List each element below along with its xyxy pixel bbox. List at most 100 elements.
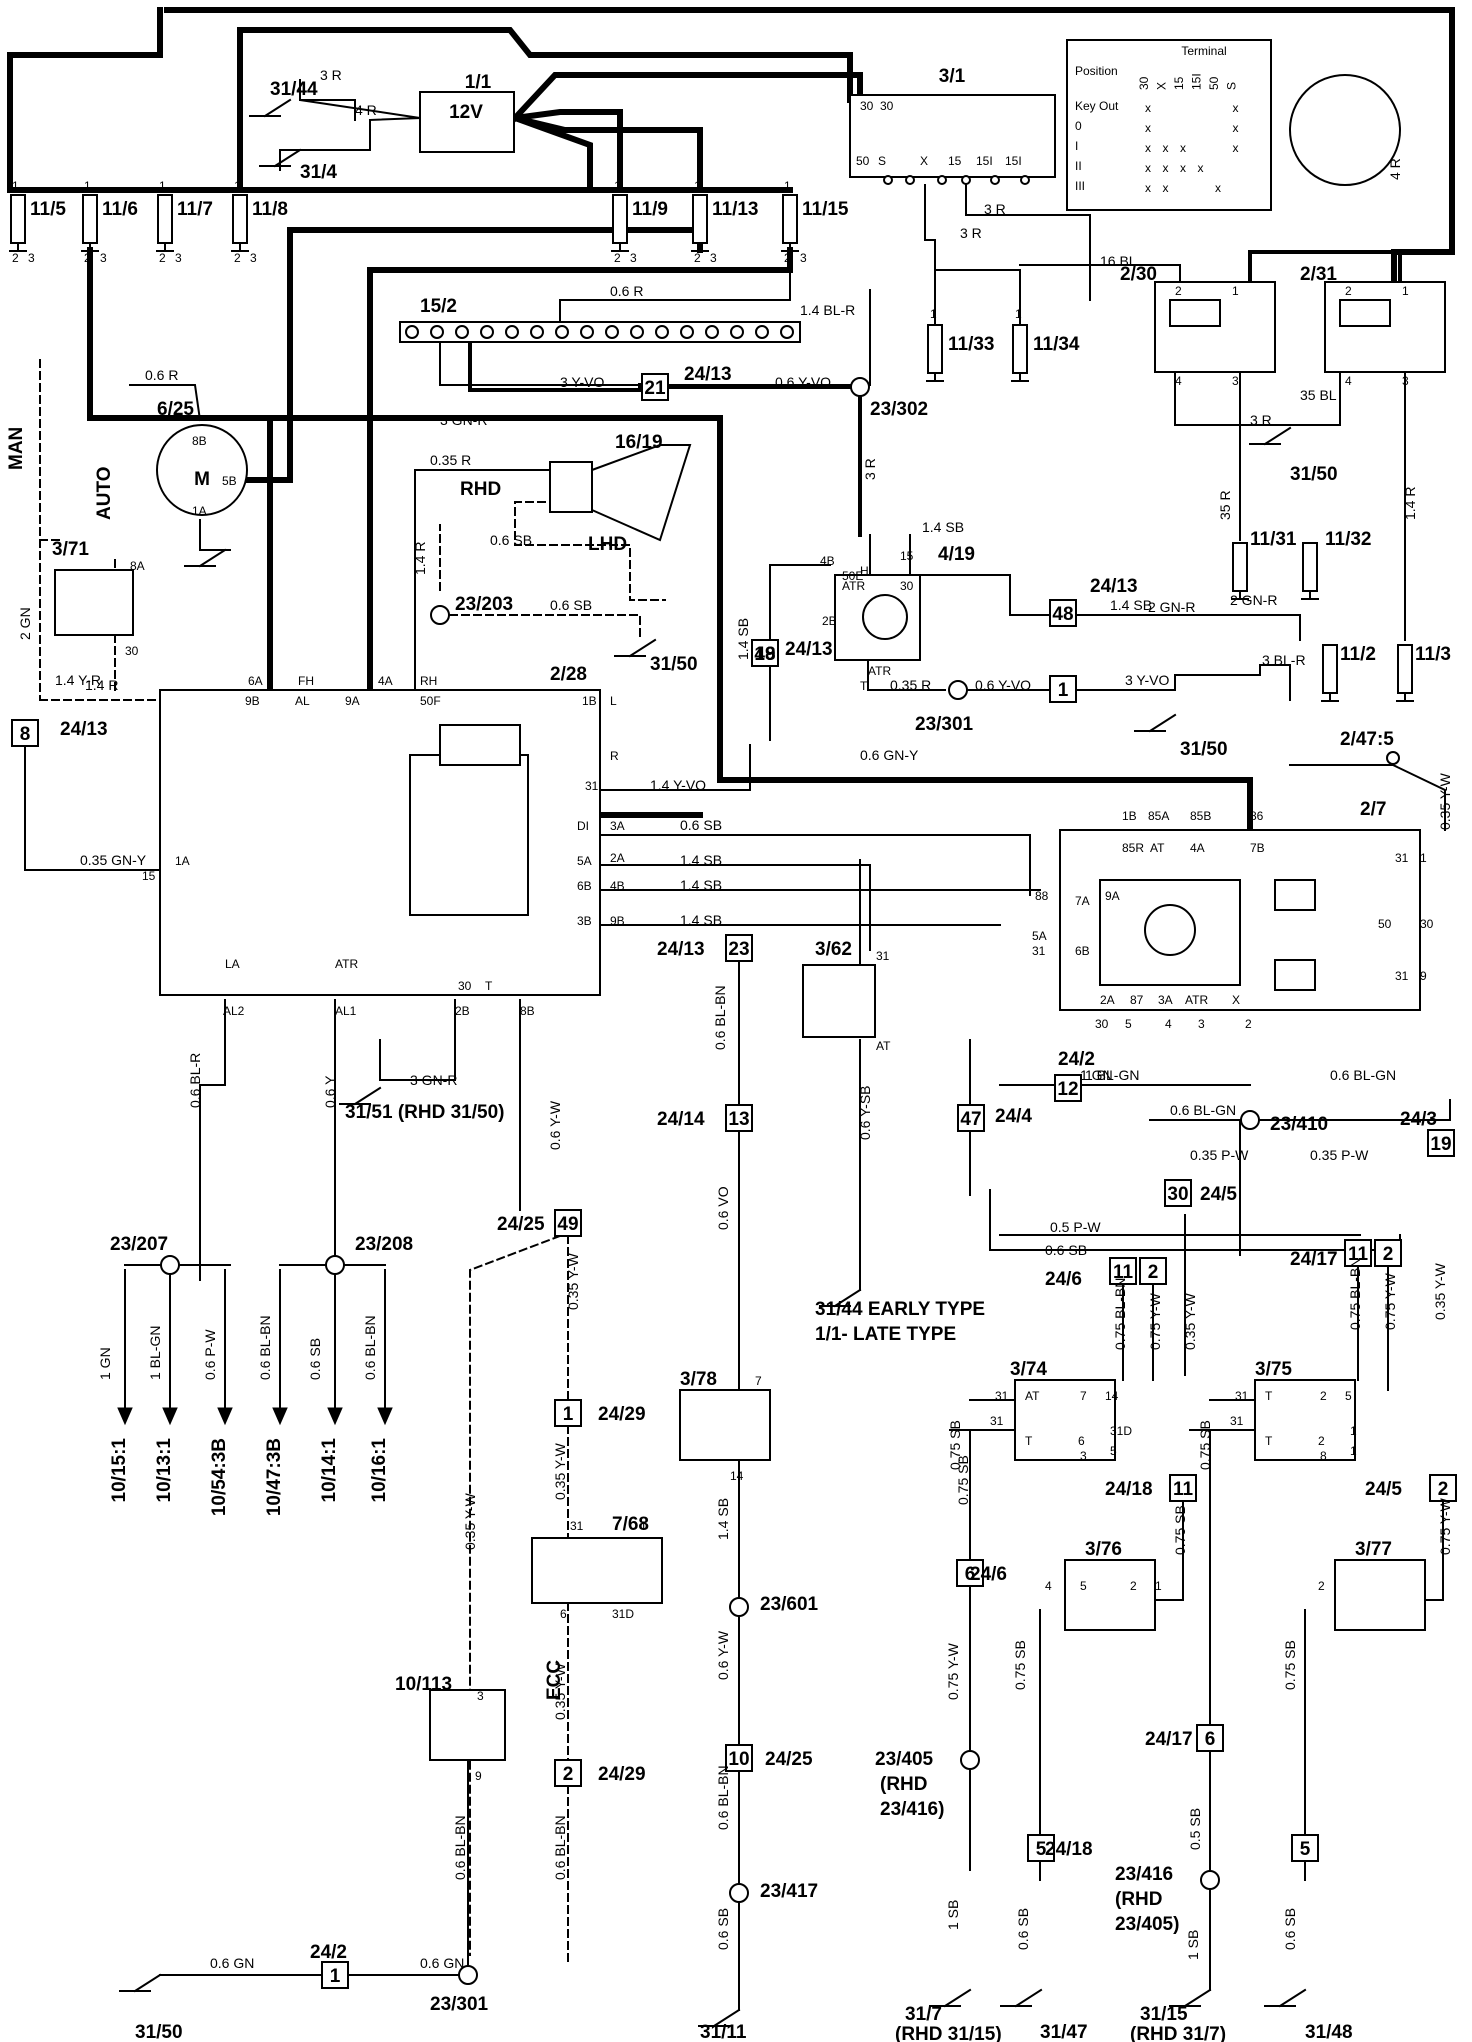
pin-label: 1 <box>1350 1424 1357 1438</box>
wire-label: 3 GN-R <box>440 412 487 428</box>
relay-pin: 3 <box>1232 374 1239 388</box>
table-header: 50 <box>1207 76 1221 90</box>
wire-label: 0.6 Y-W <box>715 1630 731 1680</box>
motor-body <box>156 424 248 516</box>
wire-label: 0.75 SB <box>1172 1505 1188 1555</box>
ground-late: 1/1- LATE TYPE <box>815 1324 956 1345</box>
wire-label: 0.6 GN <box>420 1955 464 1971</box>
connector-15-2: 15/2 <box>420 296 457 317</box>
wire-label: 0.75 SB <box>955 1455 971 1505</box>
pin-label: 14 <box>730 1469 744 1483</box>
wire-label: 0.75 Y-W <box>1382 1272 1398 1330</box>
pin-label: 6 <box>1078 1434 1085 1448</box>
arrow-head <box>117 1407 133 1426</box>
fuse-11-31: 11/31 <box>1250 529 1297 550</box>
pin-label: ATR <box>335 957 358 971</box>
arrow-head <box>377 1407 393 1426</box>
wire-label: 0.6 BL-BN <box>257 1315 273 1380</box>
pin-label: 4B <box>820 554 835 568</box>
pin-label: AL2 <box>223 1004 245 1018</box>
fuse-pin: 3 <box>28 251 35 265</box>
arrow-head <box>327 1407 343 1426</box>
relay-pin: 3 <box>1402 374 1409 388</box>
table-header: X <box>1155 82 1169 90</box>
fuse-pin: 3 <box>800 251 807 265</box>
pin-label: 5B <box>222 474 237 488</box>
pin-label: 31 <box>1395 969 1409 983</box>
connector-label: 24/13 <box>1090 576 1138 597</box>
wire-label: 1.4 Y-VO <box>650 777 706 793</box>
pin-label: 3A <box>610 819 625 833</box>
connector-pin-box <box>957 1104 985 1132</box>
motor-wires <box>129 384 231 551</box>
table-header: 15 <box>1172 76 1186 90</box>
connector-pin-box <box>751 639 779 667</box>
fuse-pin: 1 <box>614 179 621 193</box>
pin-label: 31 <box>585 779 599 793</box>
wire-label: 0.6 Y-VO <box>975 677 1031 693</box>
wire-label: 1.4 Y-R <box>55 672 101 688</box>
pin-label: 1B <box>582 694 597 708</box>
wire-label: 0.6 Y-SB <box>857 1086 873 1141</box>
connector-label: 24/5 <box>1365 1479 1402 1500</box>
switch-3-62: 3/62 <box>815 939 852 960</box>
wire-label: 0.6 Y-VO <box>775 374 831 390</box>
splice-23-410: 23/410 <box>1270 1114 1328 1135</box>
battery-voltage: 12V <box>449 102 483 123</box>
fuse-11-8: 11/8 <box>252 199 288 220</box>
wire-label: 0.6 P-W <box>202 1329 218 1380</box>
pin-label: 6A <box>248 674 263 688</box>
wire-label: 0.6 GN-Y <box>860 747 919 763</box>
ground-31-50-a-symbol <box>1249 426 1292 446</box>
relay-2-31: 2/31 <box>1300 264 1337 285</box>
ground-31-4: 31/4 <box>300 162 337 183</box>
battery-ground <box>279 99 371 171</box>
connector-pin-box <box>1374 1239 1402 1267</box>
fuse-11-3-body <box>1397 644 1413 694</box>
fuse-terminal <box>611 242 629 252</box>
wire-label: 0.75 SB <box>1282 1640 1298 1690</box>
connector-pin: 30 <box>1167 1184 1188 1205</box>
pin-label: 31D <box>612 1607 634 1621</box>
wire-label: 0.6 R <box>145 367 178 383</box>
splice-23-301-top-symbol <box>948 680 968 700</box>
ground-31-7-rhd: (RHD 31/15) <box>895 2024 1002 2042</box>
horn-bell <box>591 444 692 542</box>
connector-label: 24/25 <box>765 1749 813 1770</box>
pin-label: 50 <box>1378 917 1392 931</box>
wire-relay-out <box>1239 371 1406 641</box>
wire-horn-sb <box>439 501 666 601</box>
wire-label: 3 R <box>320 67 342 83</box>
splice-23-301-bottom: 23/301 <box>430 1994 489 2015</box>
wire-label: 0.75 SB <box>1197 1420 1213 1470</box>
connector-pin-box <box>1169 1474 1197 1502</box>
battery-box <box>419 91 515 153</box>
fuse-pin: 3 <box>100 251 107 265</box>
wire-label: 35 BL <box>1300 387 1337 403</box>
wire-label: 0.75 BL-BN <box>1347 1258 1363 1330</box>
pin-label: 85R <box>1122 841 1144 855</box>
connector-pin: 6 <box>965 1564 976 1585</box>
pin-label: 15I <box>976 154 993 168</box>
fuse-pin: 2 <box>234 251 241 265</box>
motor-symbol: M <box>194 469 210 490</box>
wire-label: 0.6 BL-BN <box>712 985 728 1050</box>
wire-label: 0.6 BL-GN <box>1330 1067 1396 1083</box>
connector-15-2-cavity <box>580 325 594 339</box>
switch-side-wires <box>949 1399 1256 1431</box>
connector-label: 24/6 <box>1045 1269 1082 1290</box>
splice-23-405: 23/405 <box>875 1749 934 1770</box>
connector-15-2-cavity <box>455 325 469 339</box>
wire-label: 0.75 BL-BN <box>1112 1278 1128 1350</box>
fuse-pin: 1 <box>234 179 241 193</box>
ground-31-51: 31/51 (RHD 31/50) <box>345 1102 504 1123</box>
fuse-11-5-body <box>10 194 26 244</box>
wire-label: 1.4 SB <box>680 912 722 928</box>
heavy-wire-35r-motor <box>237 227 293 483</box>
connector-pin-box <box>1054 1074 1082 1102</box>
wire-14sb <box>967 664 1291 701</box>
connector-pin-box <box>554 1759 582 1787</box>
wire-label: 0.35 P-W <box>1190 1147 1249 1163</box>
ground-31-11-symbol <box>698 2008 741 2028</box>
relay-pin: 4 <box>1345 374 1352 388</box>
